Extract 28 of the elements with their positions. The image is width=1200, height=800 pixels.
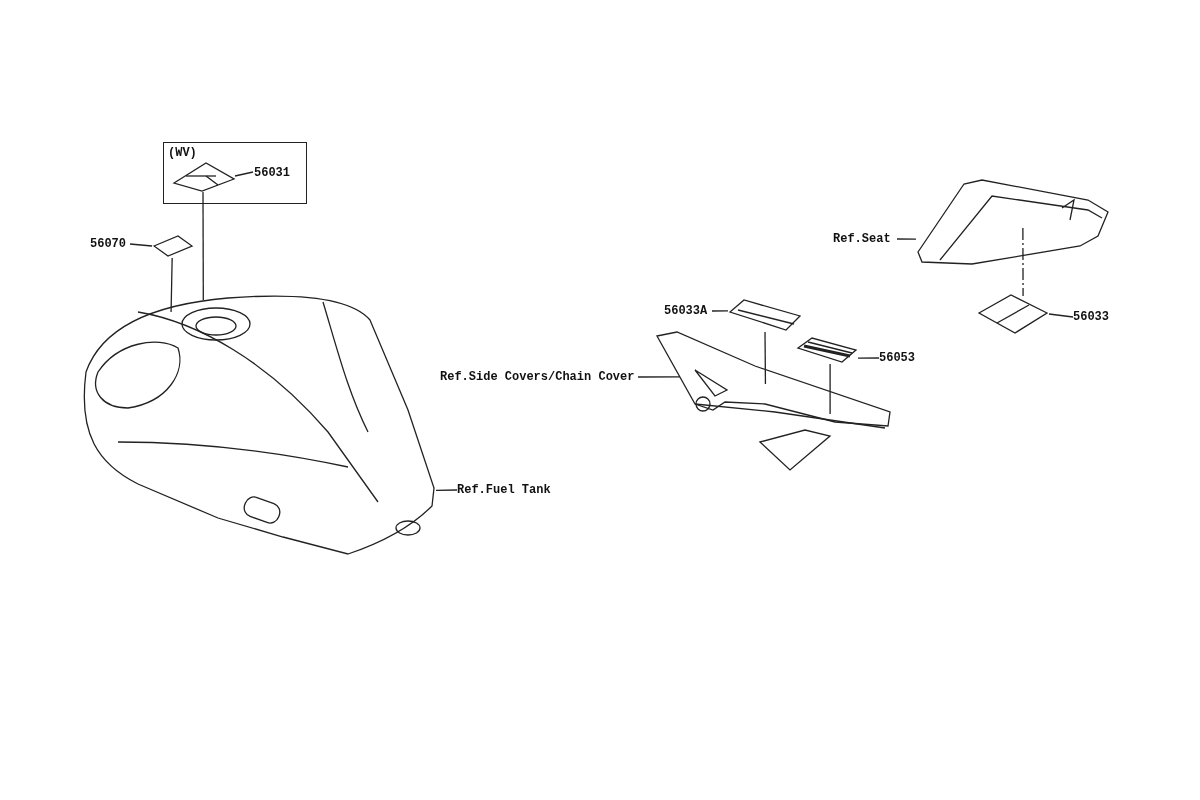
- part-number: 56033: [1073, 309, 1113, 325]
- leader-line: [1048, 313, 1074, 318]
- leader-line: [435, 489, 458, 491]
- reference-label: Ref.Side Covers/Chain Cover: [440, 369, 638, 385]
- leader-line: [234, 171, 254, 177]
- decal-drawing: [172, 161, 236, 193]
- decal-drawing: [796, 336, 858, 364]
- reference-label: Ref.Seat: [833, 231, 897, 247]
- reference-label: Ref.Fuel Tank: [457, 482, 561, 498]
- leader-line: [1022, 227, 1024, 297]
- leader-line: [829, 363, 831, 415]
- leader-line: [857, 357, 880, 359]
- leader-line: [637, 376, 681, 378]
- leader-line: [711, 310, 729, 312]
- decal-drawing: [728, 298, 802, 332]
- decal-drawing: [152, 234, 194, 258]
- part-number: 56031: [254, 165, 302, 181]
- decal-drawing: [977, 293, 1049, 335]
- leader-line: [170, 257, 173, 313]
- leader-line: [202, 191, 204, 301]
- part-number: 56070: [90, 236, 130, 252]
- leader-line: [896, 238, 917, 240]
- part-number: 56033A: [664, 303, 712, 319]
- leader-line: [764, 331, 767, 385]
- leader-line: [129, 243, 153, 247]
- variant-code: (WV): [168, 145, 197, 161]
- part-number: 56053: [879, 350, 919, 366]
- variant-frame: [163, 142, 307, 204]
